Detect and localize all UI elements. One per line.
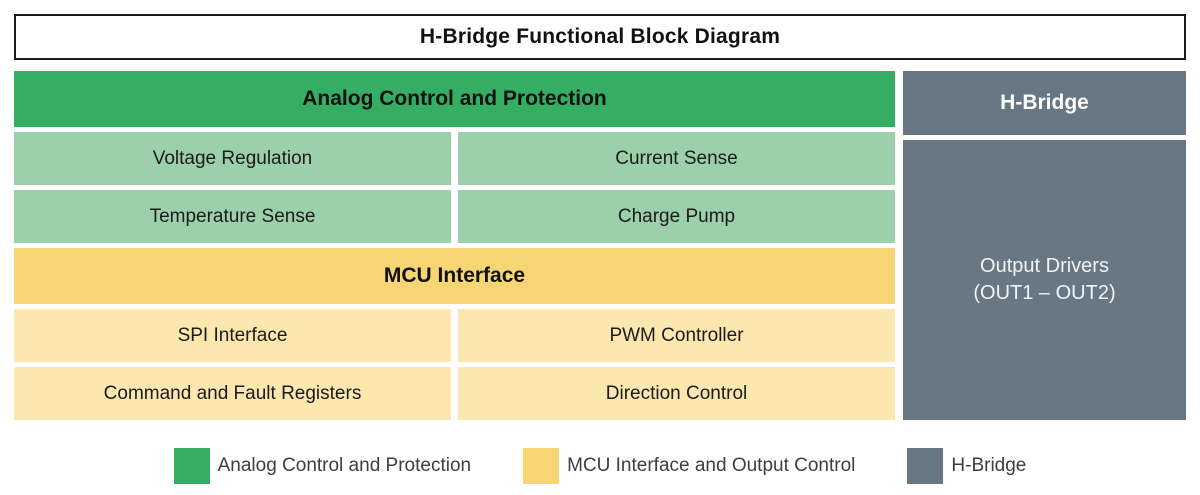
- diagram-title-box: H-Bridge Functional Block Diagram: [14, 14, 1186, 60]
- analog-section-header: Analog Control and Protection: [14, 71, 895, 127]
- block-current-sense-label: Current Sense: [615, 147, 738, 169]
- left-column: Analog Control and Protection Voltage Re…: [14, 71, 895, 423]
- analog-section-header-label: Analog Control and Protection: [302, 87, 607, 110]
- legend: Analog Control and Protection MCU Interf…: [0, 437, 1200, 495]
- hbridge-column: H-Bridge Output Drivers (OUT1 – OUT2): [903, 71, 1186, 423]
- block-charge-pump: Charge Pump: [458, 190, 895, 243]
- legend-label-mcu: MCU Interface and Output Control: [567, 455, 856, 476]
- block-pwm-controller-label: PWM Controller: [609, 324, 744, 346]
- block-spi-interface-label: SPI Interface: [177, 324, 288, 346]
- legend-label-hbridge: H-Bridge: [951, 455, 1027, 476]
- mcu-section-header-label: MCU Interface: [383, 264, 526, 287]
- block-pwm-controller: PWM Controller: [458, 309, 895, 362]
- block-charge-pump-label: Charge Pump: [617, 205, 736, 227]
- block-voltage-regulation-label: Voltage Regulation: [152, 147, 313, 169]
- legend-swatch-analog-icon: [173, 448, 210, 484]
- legend-item-mcu: MCU Interface and Output Control: [523, 448, 855, 484]
- block-current-sense: Current Sense: [458, 132, 895, 185]
- diagram-title: H-Bridge Functional Block Diagram: [419, 25, 781, 48]
- legend-swatch-hbridge-icon: [907, 448, 944, 484]
- legend-item-hbridge: H-Bridge: [907, 448, 1026, 484]
- hbridge-section-header: H-Bridge: [903, 71, 1186, 135]
- block-command-and-fault-registers-label: Command and Fault Registers: [103, 382, 362, 404]
- block-temperature-sense-label: Temperature Sense: [149, 205, 316, 227]
- hbridge-section-header-label: H-Bridge: [1000, 91, 1089, 114]
- block-command-and-fault-registers: Command and Fault Registers: [14, 367, 451, 420]
- legend-swatch-mcu-icon: [523, 448, 560, 484]
- block-spi-interface: SPI Interface: [14, 309, 451, 362]
- block-voltage-regulation: Voltage Regulation: [14, 132, 451, 185]
- mcu-section-header: MCU Interface: [14, 248, 895, 304]
- block-output-drivers-label-line1: Output Drivers: [980, 255, 1109, 277]
- legend-label-analog: Analog Control and Protection: [217, 455, 472, 476]
- legend-item-analog: Analog Control and Protection: [173, 448, 472, 484]
- block-temperature-sense: Temperature Sense: [14, 190, 451, 243]
- block-output-drivers: Output Drivers (OUT1 – OUT2): [903, 140, 1186, 420]
- block-output-drivers-label-line2: (OUT1 – OUT2): [973, 282, 1116, 304]
- block-direction-control-label: Direction Control: [605, 382, 748, 404]
- block-direction-control: Direction Control: [458, 367, 895, 420]
